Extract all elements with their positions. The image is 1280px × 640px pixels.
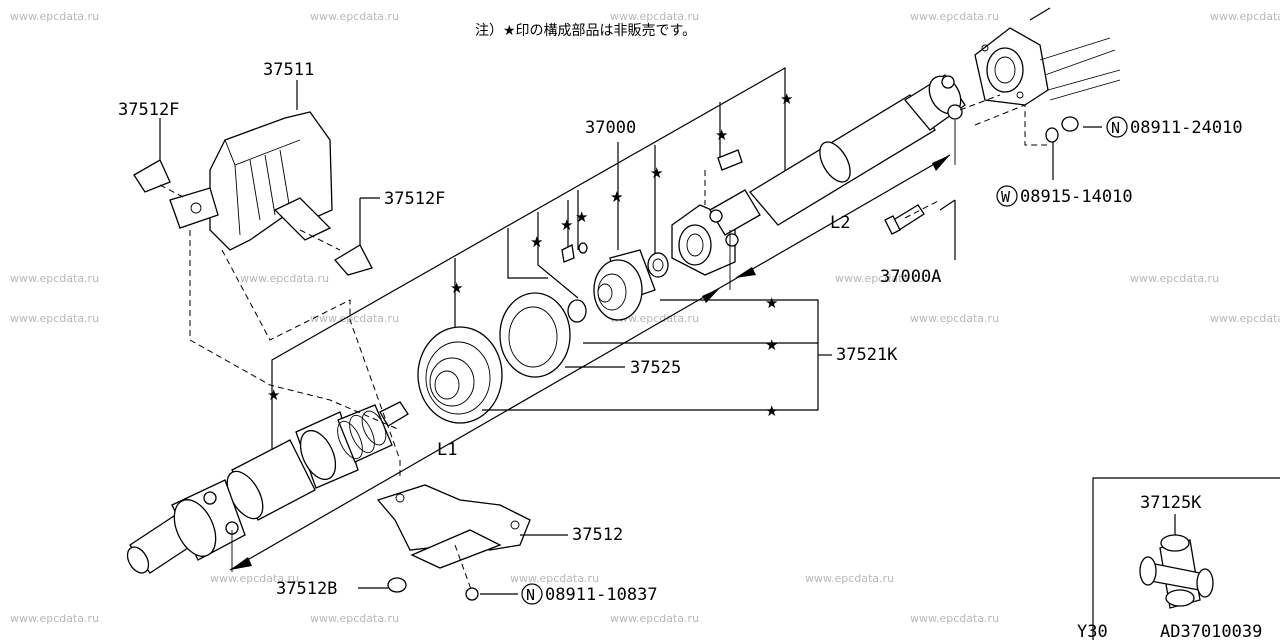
watermark: www.epcdata.ru xyxy=(10,272,99,285)
label-08911-10837: 08911-10837 xyxy=(545,585,658,605)
dimension-lines xyxy=(229,120,956,572)
center-bearing-parts xyxy=(417,242,669,424)
circle-W-letter: W xyxy=(1001,188,1011,206)
watermark: www.epcdata.ru xyxy=(835,272,924,285)
label-37000: 37000 xyxy=(585,118,636,138)
leader-lines xyxy=(159,80,1102,595)
watermark: www.epcdata.ru xyxy=(240,272,329,285)
center-flange-yoke xyxy=(671,149,761,276)
circle-N-letter: N xyxy=(526,586,535,604)
star-marker: ★ xyxy=(765,402,778,420)
label-08911-24010: 08911-24010 xyxy=(1130,118,1243,138)
watermark: www.epcdata.ru xyxy=(610,612,699,625)
star-markers: ★ ★ ★ ★ ★ ★ ★ ★ ★ ★ ★ ★ xyxy=(267,90,793,420)
star-marker: ★ xyxy=(450,279,463,297)
star-marker: ★ xyxy=(560,216,573,234)
diagram-code: AD37010039 xyxy=(1160,622,1262,640)
label-37512: 37512 xyxy=(572,525,623,545)
watermark: www.epcdata.ru xyxy=(210,572,299,585)
star-marker: ★ xyxy=(650,164,663,182)
label-37512F-right: 37512F xyxy=(384,189,445,209)
circle-N-letter: N xyxy=(1111,119,1120,137)
circle-W-14010: W xyxy=(996,185,1018,207)
star-marker: ★ xyxy=(780,90,793,108)
watermark: www.epcdata.ru xyxy=(10,612,99,625)
watermark: www.epcdata.ru xyxy=(910,612,999,625)
circle-N-24010: N xyxy=(1106,116,1128,138)
watermark: www.epcdata.ru xyxy=(1210,10,1280,23)
label-37511: 37511 xyxy=(263,60,314,80)
star-marker: ★ xyxy=(765,336,778,354)
star-marker: ★ xyxy=(530,233,543,251)
star-marker: ★ xyxy=(575,208,588,226)
label-37525: 37525 xyxy=(630,358,681,378)
watermark: www.epcdata.ru xyxy=(310,612,399,625)
front-shaft xyxy=(126,401,409,574)
bracket-37511 xyxy=(133,111,373,276)
watermark: www.epcdata.ru xyxy=(910,312,999,325)
inset-universal-joint: 37125K xyxy=(1092,477,1280,640)
bolt-37000A xyxy=(884,204,925,235)
label-L2: L2 xyxy=(830,213,850,233)
watermark: www.epcdata.ru xyxy=(310,10,399,23)
watermark: www.epcdata.ru xyxy=(910,10,999,23)
watermark: www.epcdata.ru xyxy=(805,572,894,585)
label-37521K: 37521K xyxy=(836,345,898,365)
watermark: www.epcdata.ru xyxy=(610,312,699,325)
watermark: www.epcdata.ru xyxy=(10,312,99,325)
rear-shaft-tube xyxy=(749,74,966,226)
star-marker: ★ xyxy=(267,386,280,404)
label-37000A: 37000A xyxy=(880,267,941,287)
label-L1: L1 xyxy=(437,440,457,460)
label-08915-14010: 08915-14010 xyxy=(1020,187,1133,207)
watermark: www.epcdata.ru xyxy=(610,10,699,23)
label-37512F-top: 37512F xyxy=(118,100,179,120)
watermark: www.epcdata.ru xyxy=(1210,312,1280,325)
circle-N-10837: N xyxy=(521,583,543,605)
watermark: www.epcdata.ru xyxy=(1130,272,1219,285)
differential-flange xyxy=(974,7,1121,106)
watermark-group: www.epcdata.ru www.epcdata.ru www.epcdat… xyxy=(10,10,1280,625)
star-marker: ★ xyxy=(765,294,778,312)
bracket-37512 xyxy=(376,484,531,601)
assembly-outline xyxy=(271,66,786,470)
watermark: www.epcdata.ru xyxy=(510,572,599,585)
nut-and-washer xyxy=(1045,116,1079,143)
star-marker: ★ xyxy=(610,188,623,206)
assembly-dash-lines xyxy=(159,94,1050,593)
non-sale-note: 注）★印の構成部品は非販売です。 xyxy=(475,23,696,39)
label-37125K: 37125K xyxy=(1140,493,1202,513)
star-marker: ★ xyxy=(715,126,728,144)
label-37512B: 37512B xyxy=(276,579,337,599)
watermark: www.epcdata.ru xyxy=(10,10,99,23)
watermark: www.epcdata.ru xyxy=(310,312,399,325)
model-code: Y30 xyxy=(1077,622,1108,640)
